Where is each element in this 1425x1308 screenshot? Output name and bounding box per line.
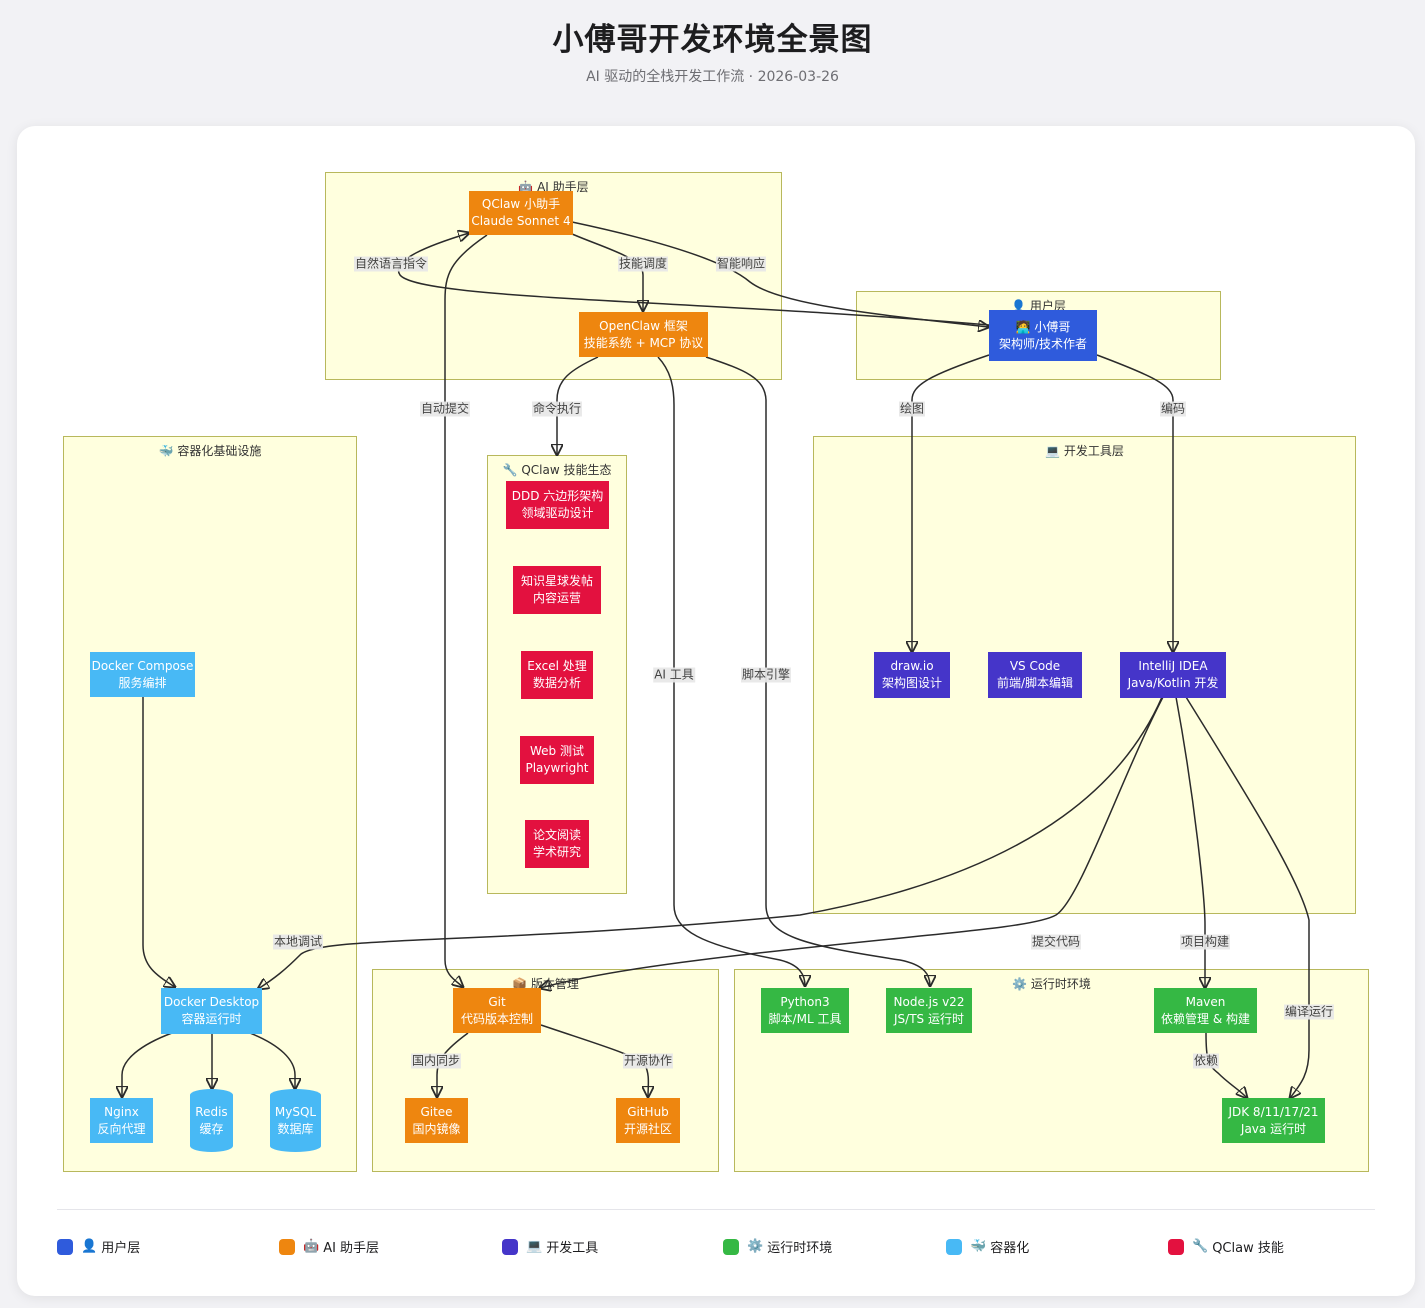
node-user-xiaofuge[interactable]: 🧑‍💻 小傅哥架构师/技术作者 [989,310,1097,361]
edge-label-code: 编码 [1159,401,1187,417]
edge-openclaw-to-python [657,356,805,986]
wrench-icon: 🔧 [502,463,518,477]
legend-swatch [723,1238,739,1255]
edge-label-dependency: 依赖 [1192,1053,1220,1069]
package-icon: 📦 [512,977,528,991]
legend-label: 开发工具 [546,1241,599,1256]
edge-label-smart-response: 智能响应 [715,256,767,272]
page-subtitle: AI 驱动的全栈开发工作流 · 2026-03-26 [586,69,839,85]
cluster-label: QClaw 技能生态 [521,463,612,477]
edge-qclaw-to-openclaw [571,233,643,311]
legend-swatch [57,1238,73,1255]
cluster-label: 运行时环境 [1030,977,1091,991]
edge-openclaw-to-skills [557,356,599,455]
page-title: 小傅哥开发环境全景图 [552,22,873,58]
edge-label-local-debug: 本地调试 [272,934,324,950]
laptop-icon: 💻 [526,1239,543,1254]
whale-icon: 🐳 [970,1239,987,1254]
legend-label: AI 助手层 [323,1241,380,1256]
node-skill-paper[interactable]: 论文阅读学术研究 [525,820,589,868]
legend-item-ai: 🤖 AI 助手层 [279,1237,379,1256]
edge-label-auto-commit: 自动提交 [419,401,471,417]
edge-label-compile-run: 编译运行 [1283,1004,1335,1020]
legend-swatch [1168,1238,1184,1255]
user-icon: 👤 [81,1239,98,1254]
legend-swatch [502,1238,518,1255]
gear-icon: ⚙️ [747,1239,764,1254]
edge-label-command-exec: 命令执行 [531,401,583,417]
edge-idea-to-docker [258,696,1163,989]
legend-label: 容器化 [990,1241,1030,1256]
legend-swatch [946,1238,962,1255]
robot-icon: 🤖 [303,1239,320,1254]
legend-item-skill: 🔧 QClaw 技能 [1168,1237,1284,1256]
edge-idea-to-maven [1175,696,1205,988]
node-skill-excel[interactable]: Excel 处理数据分析 [521,651,593,699]
whale-icon: 🐳 [158,444,174,458]
legend-item-container: 🐳 容器化 [946,1237,1029,1256]
edge-label-project-build: 项目构建 [1179,934,1231,950]
edge-label-natural-language: 自然语言指令 [353,256,429,272]
edge-label-ai-tools: AI 工具 [653,667,695,683]
edge-docker-to-mysql [249,1032,295,1089]
cluster-container: 🐳 容器化基础设施 [63,436,357,1172]
edge-maven-to-jdk [1205,1032,1247,1098]
edge-qclaw-to-user [571,221,989,327]
legend-label: QClaw 技能 [1212,1241,1284,1256]
edge-docker-to-nginx [122,1032,173,1097]
legend-swatch [279,1238,295,1255]
node-openclaw-framework[interactable]: OpenClaw 框架技能系统 + MCP 协议 [579,312,708,357]
edge-label-open-source: 开源协作 [622,1053,674,1069]
edge-openclaw-to-node [705,356,930,986]
cluster-label: 用户层 [1029,299,1066,313]
node-skill-ddd[interactable]: DDD 六边形架构领域驱动设计 [506,481,609,529]
edge-label-draw: 绘图 [898,401,926,417]
user-icon: 👤 [1011,299,1027,313]
edge-label-script-engine: 脚本引擎 [740,667,792,683]
cluster-label: AI 助手层 [537,180,589,194]
edge-user-to-idea [1096,354,1173,652]
edge-compose-to-docker [142,697,175,987]
laptop-icon: 💻 [1045,444,1061,458]
edge-user-to-qclaw [397,233,990,326]
legend-item-runtime: ⚙️ 运行时环境 [723,1237,832,1256]
node-skill-zsxq[interactable]: 知识星球发帖内容运营 [513,566,601,614]
edge-label-skill-dispatch: 技能调度 [617,256,669,272]
legend-label: 用户层 [101,1241,141,1256]
legend-item-user: 👤 用户层 [57,1237,140,1256]
legend-label: 运行时环境 [767,1241,833,1256]
edge-qclaw-to-git [444,234,488,987]
edge-label-commit-code: 提交代码 [1030,934,1082,950]
legend-item-dev: 💻 开发工具 [502,1237,598,1256]
cluster-label: 开发工具层 [1063,444,1124,458]
edge-idea-to-git [540,696,1164,988]
edge-user-to-drawio [912,354,990,652]
robot-icon: 🤖 [518,180,534,194]
legend-divider [57,1209,1375,1210]
edge-idea-to-jdk [1185,696,1310,1098]
wrench-icon: 🔧 [1192,1239,1209,1254]
cluster-label: 容器化基础设施 [177,444,262,458]
edge-label-domestic-sync: 国内同步 [410,1053,462,1069]
gear-icon: ⚙️ [1012,977,1028,991]
